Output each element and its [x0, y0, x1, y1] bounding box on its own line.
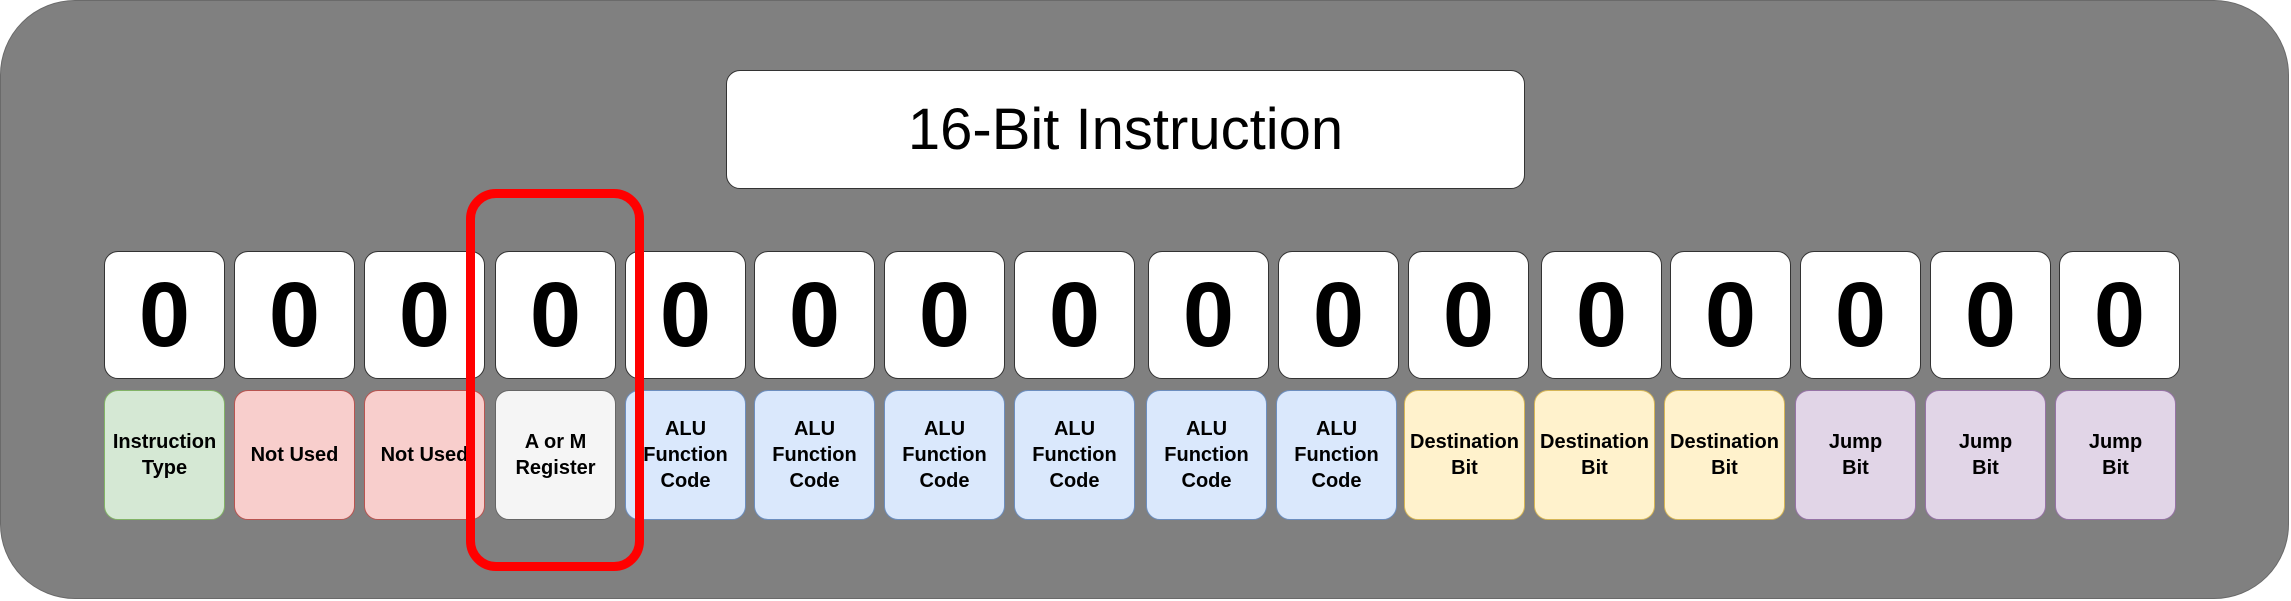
bit-box-10: 0: [1408, 251, 1529, 379]
bit-box-6: 0: [884, 251, 1005, 379]
bit-label-13: Jump Bit: [1795, 390, 1916, 520]
bit-box-9: 0: [1278, 251, 1399, 379]
bit-label-3: A or M Register: [495, 390, 616, 520]
bit-label-2: Not Used: [364, 390, 485, 520]
bit-box-1: 0: [234, 251, 355, 379]
bit-box-3: 0: [495, 251, 616, 379]
bit-label-1: Not Used: [234, 390, 355, 520]
bit-box-0: 0: [104, 251, 225, 379]
bit-label-9: ALU Function Code: [1276, 390, 1397, 520]
bit-box-5: 0: [754, 251, 875, 379]
bit-label-11: Destination Bit: [1534, 390, 1655, 520]
bit-box-13: 0: [1800, 251, 1921, 379]
bit-label-0: Instruction Type: [104, 390, 225, 520]
bit-box-7: 0: [1014, 251, 1135, 379]
bit-label-15: Jump Bit: [2055, 390, 2176, 520]
bit-box-12: 0: [1670, 251, 1791, 379]
bit-box-11: 0: [1541, 251, 1662, 379]
bit-box-15: 0: [2059, 251, 2180, 379]
bit-label-8: ALU Function Code: [1146, 390, 1267, 520]
bit-label-14: Jump Bit: [1925, 390, 2046, 520]
bit-box-8: 0: [1148, 251, 1269, 379]
bit-label-10: Destination Bit: [1404, 390, 1525, 520]
bit-box-14: 0: [1930, 251, 2051, 379]
bit-label-7: ALU Function Code: [1014, 390, 1135, 520]
bit-box-2: 0: [364, 251, 485, 379]
bit-label-12: Destination Bit: [1664, 390, 1785, 520]
bit-box-4: 0: [625, 251, 746, 379]
diagram-title: 16-Bit Instruction: [726, 70, 1525, 189]
bit-label-5: ALU Function Code: [754, 390, 875, 520]
bit-label-6: ALU Function Code: [884, 390, 1005, 520]
bit-label-4: ALU Function Code: [625, 390, 746, 520]
